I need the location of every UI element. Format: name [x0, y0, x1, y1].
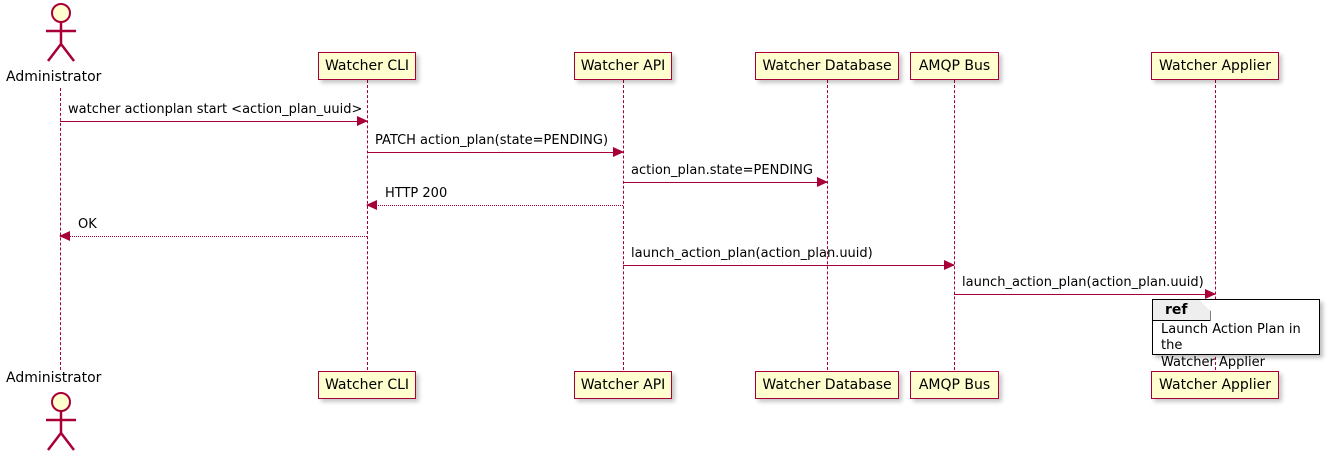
participant-label-watcher-api-bottom: Watcher API	[580, 377, 666, 393]
lifeline-watcher-cli	[367, 80, 368, 370]
arrowhead-right-icon	[613, 147, 624, 157]
message-label: HTTP 200	[385, 185, 448, 201]
arrowhead-left-icon	[366, 200, 377, 210]
lifeline-amqp-bus	[954, 80, 955, 370]
participant-box-watcher-cli-top[interactable]: Watcher CLI	[318, 52, 416, 80]
lifeline-watcher-applier	[1215, 80, 1216, 370]
ref-fragment-body: Launch Action Plan in the Watcher Applie…	[1161, 322, 1313, 371]
participant-label-watcher-applier-top: Watcher Applier	[1159, 58, 1271, 74]
message-label: watcher actionplan start <action_plan_uu…	[68, 101, 363, 117]
arrowhead-left-icon	[59, 231, 70, 241]
ref-fragment-line-1: Launch Action Plan in the	[1161, 322, 1301, 354]
participant-box-watcher-api-bottom[interactable]: Watcher API	[574, 371, 672, 399]
message-line	[60, 236, 367, 237]
message-line	[60, 121, 367, 122]
arrowhead-right-icon	[1205, 289, 1216, 299]
lifeline-watcher-api	[623, 80, 624, 370]
participant-label-watcher-cli-bottom: Watcher CLI	[324, 377, 410, 393]
message-line	[954, 294, 1215, 295]
arrowhead-right-icon	[817, 177, 828, 187]
participant-label-watcher-database-bottom: Watcher Database	[762, 377, 892, 393]
participant-label-amqp-bus-bottom: AMQP Bus	[918, 377, 991, 393]
actor-administrator-top	[46, 3, 76, 62]
participant-label-watcher-applier-bottom: Watcher Applier	[1159, 377, 1271, 393]
participant-box-watcher-applier-top[interactable]: Watcher Applier	[1151, 52, 1279, 80]
ref-fragment-line-2: Watcher Applier	[1161, 354, 1265, 370]
message-line	[623, 182, 827, 183]
participant-box-watcher-database-bottom[interactable]: Watcher Database	[755, 371, 899, 399]
ref-fragment-tab: ref	[1153, 300, 1211, 321]
arrowhead-right-icon	[357, 116, 368, 126]
ref-fragment-tab-label: ref	[1165, 302, 1188, 318]
message-label: launch_action_plan(action_plan.uuid)	[962, 274, 1204, 290]
participant-label-amqp-bus-top: AMQP Bus	[918, 58, 991, 74]
message-label: action_plan.state=PENDING	[631, 162, 813, 178]
participant-box-watcher-database-top[interactable]: Watcher Database	[755, 52, 899, 80]
message-label: PATCH action_plan(state=PENDING)	[375, 132, 609, 148]
participant-label-watcher-database-top: Watcher Database	[762, 58, 892, 74]
participant-box-watcher-applier-bottom[interactable]: Watcher Applier	[1151, 371, 1279, 399]
arrowhead-right-icon	[944, 260, 955, 270]
actor-administrator-bottom	[46, 392, 76, 451]
message-label: OK	[78, 216, 97, 232]
message-line	[623, 265, 954, 266]
actor-label-administrator-bottom: Administrator	[6, 370, 102, 386]
participant-label-watcher-cli-top: Watcher CLI	[324, 58, 410, 74]
participant-box-amqp-bus-top[interactable]: AMQP Bus	[910, 52, 999, 80]
message-label: launch_action_plan(action_plan.uuid)	[631, 245, 873, 261]
participant-box-amqp-bus-bottom[interactable]: AMQP Bus	[910, 371, 999, 399]
message-line	[367, 205, 623, 206]
message-line	[367, 152, 623, 153]
lifeline-watcher-database	[827, 80, 828, 370]
lifeline-administrator	[60, 88, 61, 370]
actor-label-administrator-top: Administrator	[6, 69, 102, 85]
ref-fragment[interactable]: ref Launch Action Plan in the Watcher Ap…	[1152, 299, 1320, 370]
participant-box-watcher-cli-bottom[interactable]: Watcher CLI	[318, 371, 416, 399]
participant-box-watcher-api-top[interactable]: Watcher API	[574, 52, 672, 80]
participant-label-watcher-api-top: Watcher API	[580, 58, 666, 74]
